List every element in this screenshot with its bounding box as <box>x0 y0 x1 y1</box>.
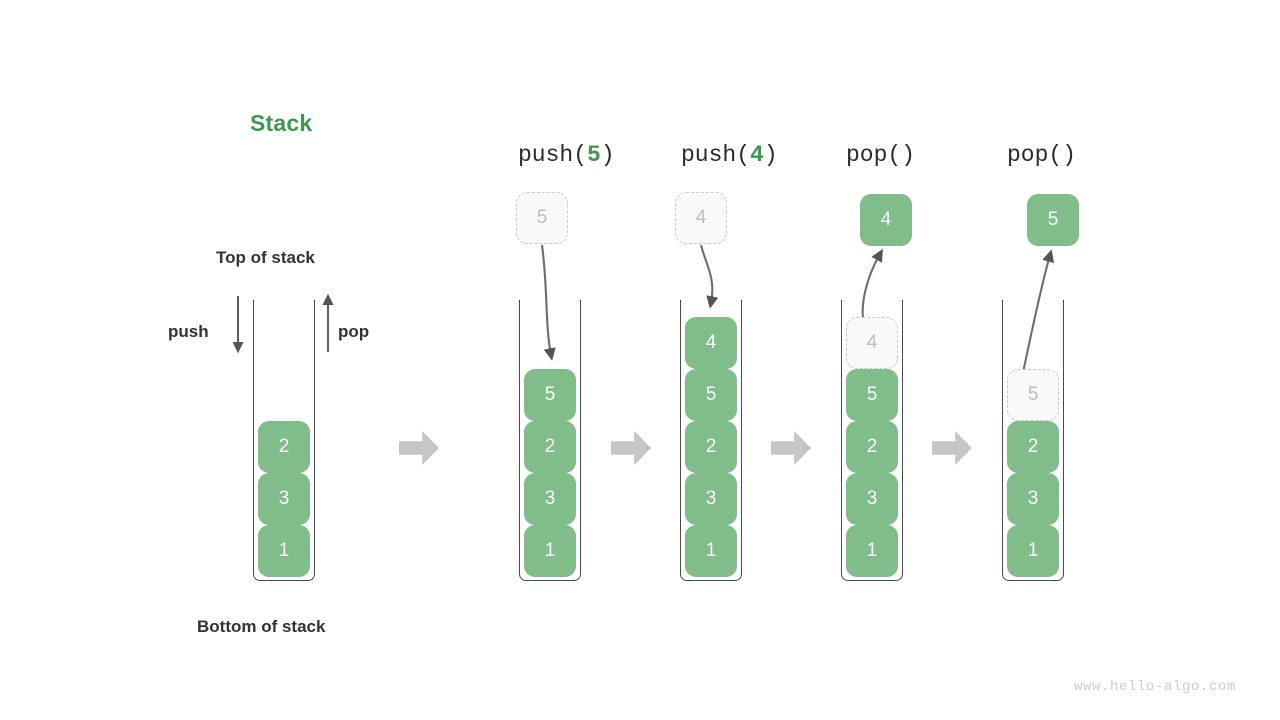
stack-container-pop2 <box>1002 300 1064 581</box>
stack-cell: 3 <box>524 473 576 525</box>
top-of-stack-label: Top of stack <box>216 248 315 267</box>
incoming-cell: 5 <box>516 192 568 244</box>
stack-cell: 1 <box>258 525 310 577</box>
stack-container-initial <box>253 300 315 581</box>
op-name: push( <box>681 142 751 168</box>
flow-arrow <box>611 431 651 465</box>
stack-container-push4 <box>680 300 742 581</box>
op-label-push4: push(4) <box>681 142 778 168</box>
stack-cell: 2 <box>685 421 737 473</box>
stack-cell: 2 <box>524 421 576 473</box>
op-close: ) <box>901 142 916 168</box>
op-name: pop( <box>846 142 902 168</box>
stack-container-push5 <box>519 300 581 581</box>
op-close: ) <box>763 142 778 168</box>
op-arg: 4 <box>750 142 764 168</box>
stack-cell: 3 <box>685 473 737 525</box>
transfer-arrow-push4 <box>699 244 719 309</box>
op-name: push( <box>518 142 588 168</box>
op-label-pop1: pop() <box>846 142 915 168</box>
op-close: ) <box>600 142 615 168</box>
flow-arrow <box>399 431 439 465</box>
pop-label: pop <box>338 322 370 341</box>
bottom-of-stack-label: Bottom of stack <box>197 617 326 636</box>
flow-arrow <box>771 431 811 465</box>
stack-cell: 5 <box>1007 369 1059 421</box>
incoming-cell: 4 <box>675 192 727 244</box>
stack-cell: 1 <box>524 525 576 577</box>
stack-cell: 3 <box>846 473 898 525</box>
watermark: www.hello-algo.com <box>1074 679 1237 695</box>
stack-cell: 1 <box>685 525 737 577</box>
op-label-pop2: pop() <box>1007 142 1076 168</box>
op-name: pop( <box>1007 142 1063 168</box>
op-label-push5: push(5) <box>518 142 615 168</box>
stack-cell: 5 <box>685 369 737 421</box>
flow-arrow <box>932 431 972 465</box>
stack-cell: 5 <box>846 369 898 421</box>
stack-cell: 3 <box>258 473 310 525</box>
stack-cell: 3 <box>1007 473 1059 525</box>
page-title: Stack <box>250 110 313 136</box>
push-label: push <box>168 322 209 341</box>
stack-container-pop1 <box>841 300 903 581</box>
stack-cell: 4 <box>685 317 737 369</box>
stack-cell: 1 <box>846 525 898 577</box>
op-arg: 5 <box>587 142 601 168</box>
stack-cell: 2 <box>1007 421 1059 473</box>
stack-cell: 5 <box>524 369 576 421</box>
popped-cell: 4 <box>860 194 912 246</box>
stack-cell: 2 <box>258 421 310 473</box>
popped-cell: 5 <box>1027 194 1079 246</box>
op-close: ) <box>1062 142 1077 168</box>
stack-cell: 4 <box>846 317 898 369</box>
stack-cell: 1 <box>1007 525 1059 577</box>
stack-cell: 2 <box>846 421 898 473</box>
